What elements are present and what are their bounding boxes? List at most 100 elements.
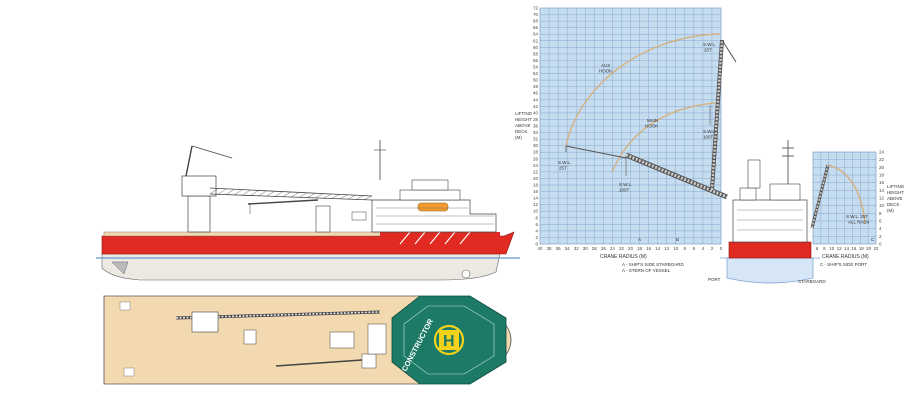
y-tick-label: 60: [533, 45, 539, 50]
x-tick-label: 38: [547, 246, 553, 251]
ref-b-marker: B: [676, 237, 679, 242]
boom-lattice-brace: [315, 193, 324, 199]
y-tick-label: 28: [533, 150, 539, 155]
y-tick-label: 30: [533, 143, 539, 148]
x-tick-label: 4: [702, 246, 705, 251]
y-tick-label: 4: [879, 226, 882, 231]
crane-boom-raised: [709, 39, 737, 191]
boom-lattice-brace: [266, 191, 275, 197]
y-tick-label: 70: [533, 12, 539, 17]
y-tick-label: 10: [879, 203, 885, 208]
left-x-axis-label: CRANE RADIUS (M): [600, 254, 647, 260]
y-tick-label: 50: [533, 78, 539, 83]
boom-lattice-brace: [307, 193, 316, 198]
y-tick-label: 26: [533, 156, 539, 161]
y-tick-label: 36: [533, 124, 539, 129]
stern-view-hull-red: [728, 241, 812, 259]
y-tick-label: 20: [879, 165, 885, 170]
swl-mid-label: S.W.L.100T: [703, 129, 716, 140]
boom-lattice-brace: [242, 189, 251, 196]
swl-left-label: S.W.L.25T: [558, 160, 571, 171]
y-tick-label: 42: [533, 104, 539, 109]
boom-lattice-brace: [299, 192, 308, 198]
lifeboat: [417, 202, 449, 212]
plan-crane-cab: [191, 311, 219, 333]
y-tick-label: 66: [533, 25, 539, 30]
y-tick-label: 4: [535, 228, 538, 233]
starboard-label: STARBOARD: [798, 279, 826, 284]
x-tick-label: 12: [664, 246, 670, 251]
x-tick-label: 20: [866, 246, 872, 251]
boom-lattice-brace: [282, 191, 292, 197]
y-tick-label: 46: [533, 91, 539, 96]
boom-lattice-brace: [234, 189, 243, 196]
x-tick-label: 26: [601, 246, 607, 251]
y-tick-label: 18: [533, 183, 539, 188]
x-tick-label: 16: [851, 246, 857, 251]
y-tick-label: 32: [533, 137, 539, 142]
stern-view-hull-underwater: [726, 257, 814, 284]
y-tick-label: 8: [879, 211, 882, 216]
boom-lattice-brace: [363, 195, 373, 200]
y-tick-label: 54: [533, 65, 539, 70]
y-tick-label: 6: [879, 219, 882, 224]
y-tick-label: 34: [533, 130, 539, 135]
x-tick-label: 18: [859, 246, 865, 251]
y-tick-label: 40: [533, 110, 539, 115]
x-tick-label: 2: [711, 246, 714, 251]
note-ships-side-starboard: A - SHIP'S SIDE STARBOARD: [622, 262, 685, 267]
boom-lattice-brace: [217, 188, 227, 195]
x-tick-label: 8: [823, 246, 826, 251]
boom-lattice-brace: [250, 190, 259, 196]
x-tick-label: 14: [844, 246, 850, 251]
y-tick-label: 56: [533, 58, 539, 63]
y-tick-label: 72: [533, 6, 539, 11]
y-tick-label: 8: [535, 215, 538, 220]
y-tick-label: 62: [533, 38, 539, 43]
x-tick-label: 28: [592, 246, 598, 251]
y-tick-label: 14: [533, 196, 539, 201]
boom-lattice-brace: [258, 190, 267, 196]
main-crane-boom: [209, 187, 373, 201]
boom-lattice-brace: [290, 192, 300, 198]
x-tick-label: 40: [537, 246, 543, 251]
x-tick-label: 34: [565, 246, 571, 251]
left-chart-gridlines: [540, 8, 721, 244]
y-tick-label: 6: [535, 222, 538, 227]
x-tick-label: 6: [816, 246, 819, 251]
x-tick-label: 32: [574, 246, 580, 251]
x-tick-label: 22: [873, 246, 879, 251]
x-tick-label: 10: [829, 246, 835, 251]
y-tick-label: 10: [533, 209, 539, 214]
right-hook-curve: [827, 164, 866, 225]
boom-lattice-brace: [347, 195, 356, 200]
y-tick-label: 0: [879, 242, 882, 247]
y-tick-label: 44: [533, 97, 539, 102]
y-tick-label: 18: [879, 173, 885, 178]
plan-aux-crane-boom: [275, 359, 363, 367]
x-tick-label: 20: [628, 246, 634, 251]
boom-lattice-brace: [323, 193, 332, 199]
y-tick-label: 48: [533, 84, 539, 89]
note-ships-side-port: C - SHIP'S SIDE PORT: [820, 262, 867, 267]
boom-lattice-brace: [209, 188, 219, 195]
x-tick-label: 8: [684, 246, 687, 251]
y-tick-label: 12: [879, 196, 885, 201]
x-tick-label: 22: [619, 246, 625, 251]
y-tick-label: 14: [879, 188, 885, 193]
aux-hook-curve: [565, 33, 721, 147]
x-tick-label: 12: [837, 246, 843, 251]
x-tick-label: 6: [693, 246, 696, 251]
boom-lattice-brace: [274, 191, 284, 197]
swl-low-label: S.W.L.100T: [619, 182, 632, 193]
main-crane-a-frame: [185, 145, 193, 177]
y-tick-label: 2: [879, 234, 882, 239]
x-tick-label: 14: [655, 246, 661, 251]
vessel-side-elevation: [96, 140, 520, 281]
x-tick-label: 18: [637, 246, 643, 251]
x-tick-label: 0: [720, 246, 723, 251]
